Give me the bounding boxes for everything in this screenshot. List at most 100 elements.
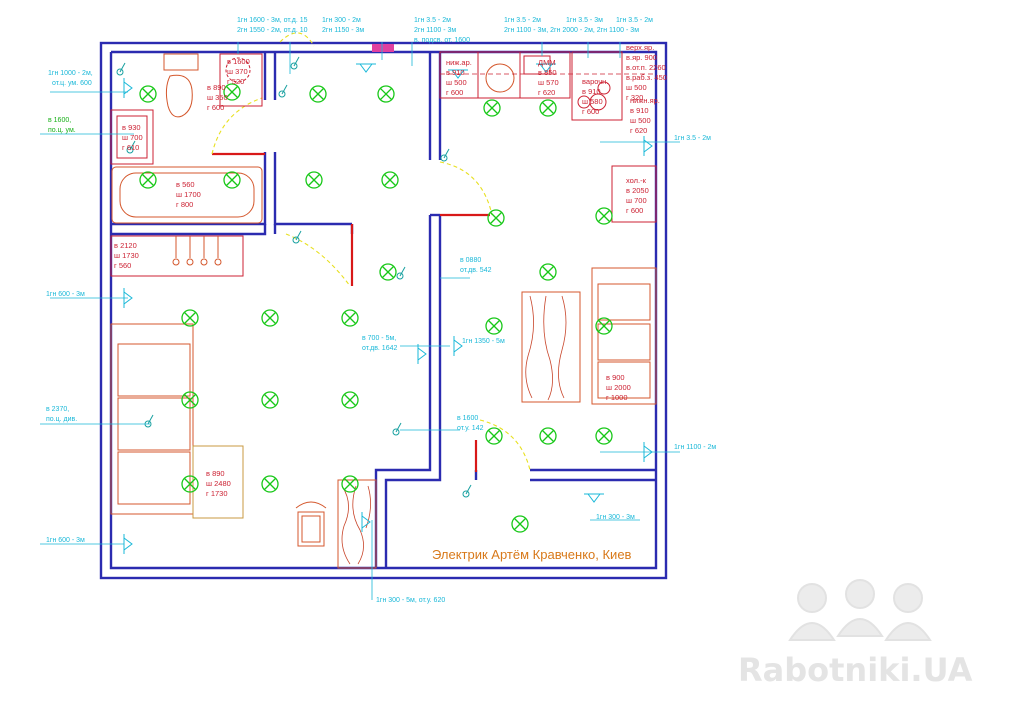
- cyan-labels: 1гн 1600 - 3м, от.д. 15 2гн 1550 - 2м, о…: [46, 17, 716, 604]
- hatched-opening: [372, 44, 394, 52]
- lamp-icon: [341, 475, 359, 493]
- cyan-label: от.у. 142: [457, 425, 484, 432]
- dimension-label: в 910: [582, 87, 601, 96]
- dimension-label: в.раб.з. 450: [626, 73, 667, 82]
- dimension-label: нижн.яр.: [630, 96, 660, 105]
- dimension-label: г 560: [114, 261, 131, 270]
- dimension-label: в 1600: [227, 57, 250, 66]
- dimension-label: г 600: [207, 103, 224, 112]
- dimension-label: ш 500: [630, 116, 651, 125]
- kitchen-cabinets: [439, 51, 657, 223]
- switch-icon: [116, 62, 126, 76]
- lamp-icon: [305, 171, 323, 189]
- watermark-text: Rabotniki.UA: [738, 651, 973, 689]
- cyan-label: 1гн 600 - 3м: [46, 291, 85, 298]
- socket-icon: [417, 344, 427, 364]
- cyan-label: 1гн 600 - 3м: [46, 537, 85, 544]
- lamp-icon: [377, 85, 395, 103]
- cyan-label: 2гн 1100 - 3м: [414, 27, 456, 34]
- dimension-label: ниж.ар.: [446, 58, 472, 67]
- lamp-icon: [139, 85, 157, 103]
- switch-icon: [440, 148, 450, 162]
- dimension-label: в 890: [207, 83, 226, 92]
- socket-icon: [536, 63, 556, 73]
- dimension-label: ДММ: [538, 58, 556, 67]
- cyan-label: 2гн 1100 - 3м, 2гн 2000 - 2м, 2гн 1100 -…: [504, 27, 639, 34]
- dimension-label: ш 1730: [114, 251, 139, 260]
- partitions: [212, 44, 490, 472]
- bathroom-fixtures: [110, 53, 263, 277]
- socket-icon: [448, 69, 468, 79]
- lamp-icon: [261, 309, 279, 327]
- dimension-label: ш 1700: [176, 190, 201, 199]
- dimension-label: ш 350: [207, 93, 228, 102]
- socket-icon: [584, 493, 604, 503]
- dimension-label: в 2050: [626, 186, 649, 195]
- lamp-icon: [341, 309, 359, 327]
- cyan-label: в 1600: [457, 415, 478, 422]
- lamp-icon: [261, 391, 279, 409]
- cyan-label: 1гн 300 - 5м, от.у. 620: [376, 597, 445, 604]
- ceiling-lamps: [139, 83, 613, 533]
- dimension-label: г 600: [626, 206, 643, 215]
- lamp-icon: [539, 263, 557, 281]
- switch-icon: [126, 140, 136, 154]
- lamp-icon: [379, 263, 397, 281]
- lamp-icon: [595, 317, 613, 335]
- switch-icon: [278, 84, 288, 98]
- dimension-label: ш 2000: [606, 383, 631, 392]
- lamp-icon: [483, 99, 501, 117]
- lamp-icon: [595, 207, 613, 225]
- lamp-icon: [261, 475, 279, 493]
- switch-icon: [144, 414, 154, 428]
- dimension-label: г 620: [538, 88, 555, 97]
- lamp-icon: [539, 99, 557, 117]
- lamp-icon: [223, 171, 241, 189]
- dimension-label: ш 700: [626, 196, 647, 205]
- lamp-icon: [595, 427, 613, 445]
- socket-icon: [123, 534, 133, 554]
- cyan-label: 1гн 3.5 - 2м: [674, 135, 711, 142]
- cyan-label: по.ц. див.: [46, 416, 77, 423]
- cyan-label: 1гн 300 - 3м: [596, 514, 635, 521]
- door-swings: [211, 32, 531, 471]
- dimension-label: г 800: [176, 200, 193, 209]
- dimension-label: в.от.п. 2260: [626, 63, 666, 72]
- dimension-label: ш 370: [227, 67, 248, 76]
- socket-icon: [361, 512, 371, 532]
- lamp-icon: [381, 171, 399, 189]
- cyan-label: в 700 - 5м,: [362, 335, 396, 342]
- dimension-label: в 910: [446, 68, 465, 77]
- cyan-label: 1гн 1000 - 2м,: [48, 70, 93, 77]
- dimension-label: г 1000: [606, 393, 628, 402]
- lamp-icon: [181, 309, 199, 327]
- cyan-label: в. подсв. от. 1600: [414, 37, 470, 44]
- dimension-label: в.яр. 900: [626, 53, 657, 62]
- lamp-icon: [485, 317, 503, 335]
- lamp-icon: [223, 83, 241, 101]
- dimension-label: в 560: [176, 180, 195, 189]
- lamp-icon: [181, 475, 199, 493]
- socket-icon: [123, 78, 133, 98]
- switch-icon: [392, 422, 402, 436]
- cyan-label: 1гн 3.5 - 3м: [566, 17, 603, 24]
- cyan-label: в 2370,: [46, 406, 69, 413]
- leader-lines: [40, 42, 680, 600]
- switches: [116, 56, 472, 498]
- switch-icon: [396, 266, 406, 280]
- dimension-label: варочн.: [582, 77, 608, 86]
- cyan-label: 1гн 1600 - 3м, от.д. 15: [237, 17, 308, 24]
- dimension-label: в 900: [606, 373, 625, 382]
- lamp-icon: [139, 171, 157, 189]
- cyan-label: 1гн 3.5 - 2м: [504, 17, 541, 24]
- dimension-label: в 2120: [114, 241, 137, 250]
- socket-icon: [453, 336, 463, 356]
- dimension-label: ш 700: [122, 133, 143, 142]
- green-label: в 1600,: [48, 117, 71, 124]
- dimension-label: в 930: [122, 123, 141, 132]
- lamp-icon: [487, 209, 505, 227]
- cyan-label: 1гн 300 - 2м: [322, 17, 361, 24]
- cyan-label: 1гн 1350 - 5м: [462, 338, 505, 345]
- cyan-label: 1гн 3.5 - 2м: [414, 17, 451, 24]
- lamp-icon: [511, 515, 529, 533]
